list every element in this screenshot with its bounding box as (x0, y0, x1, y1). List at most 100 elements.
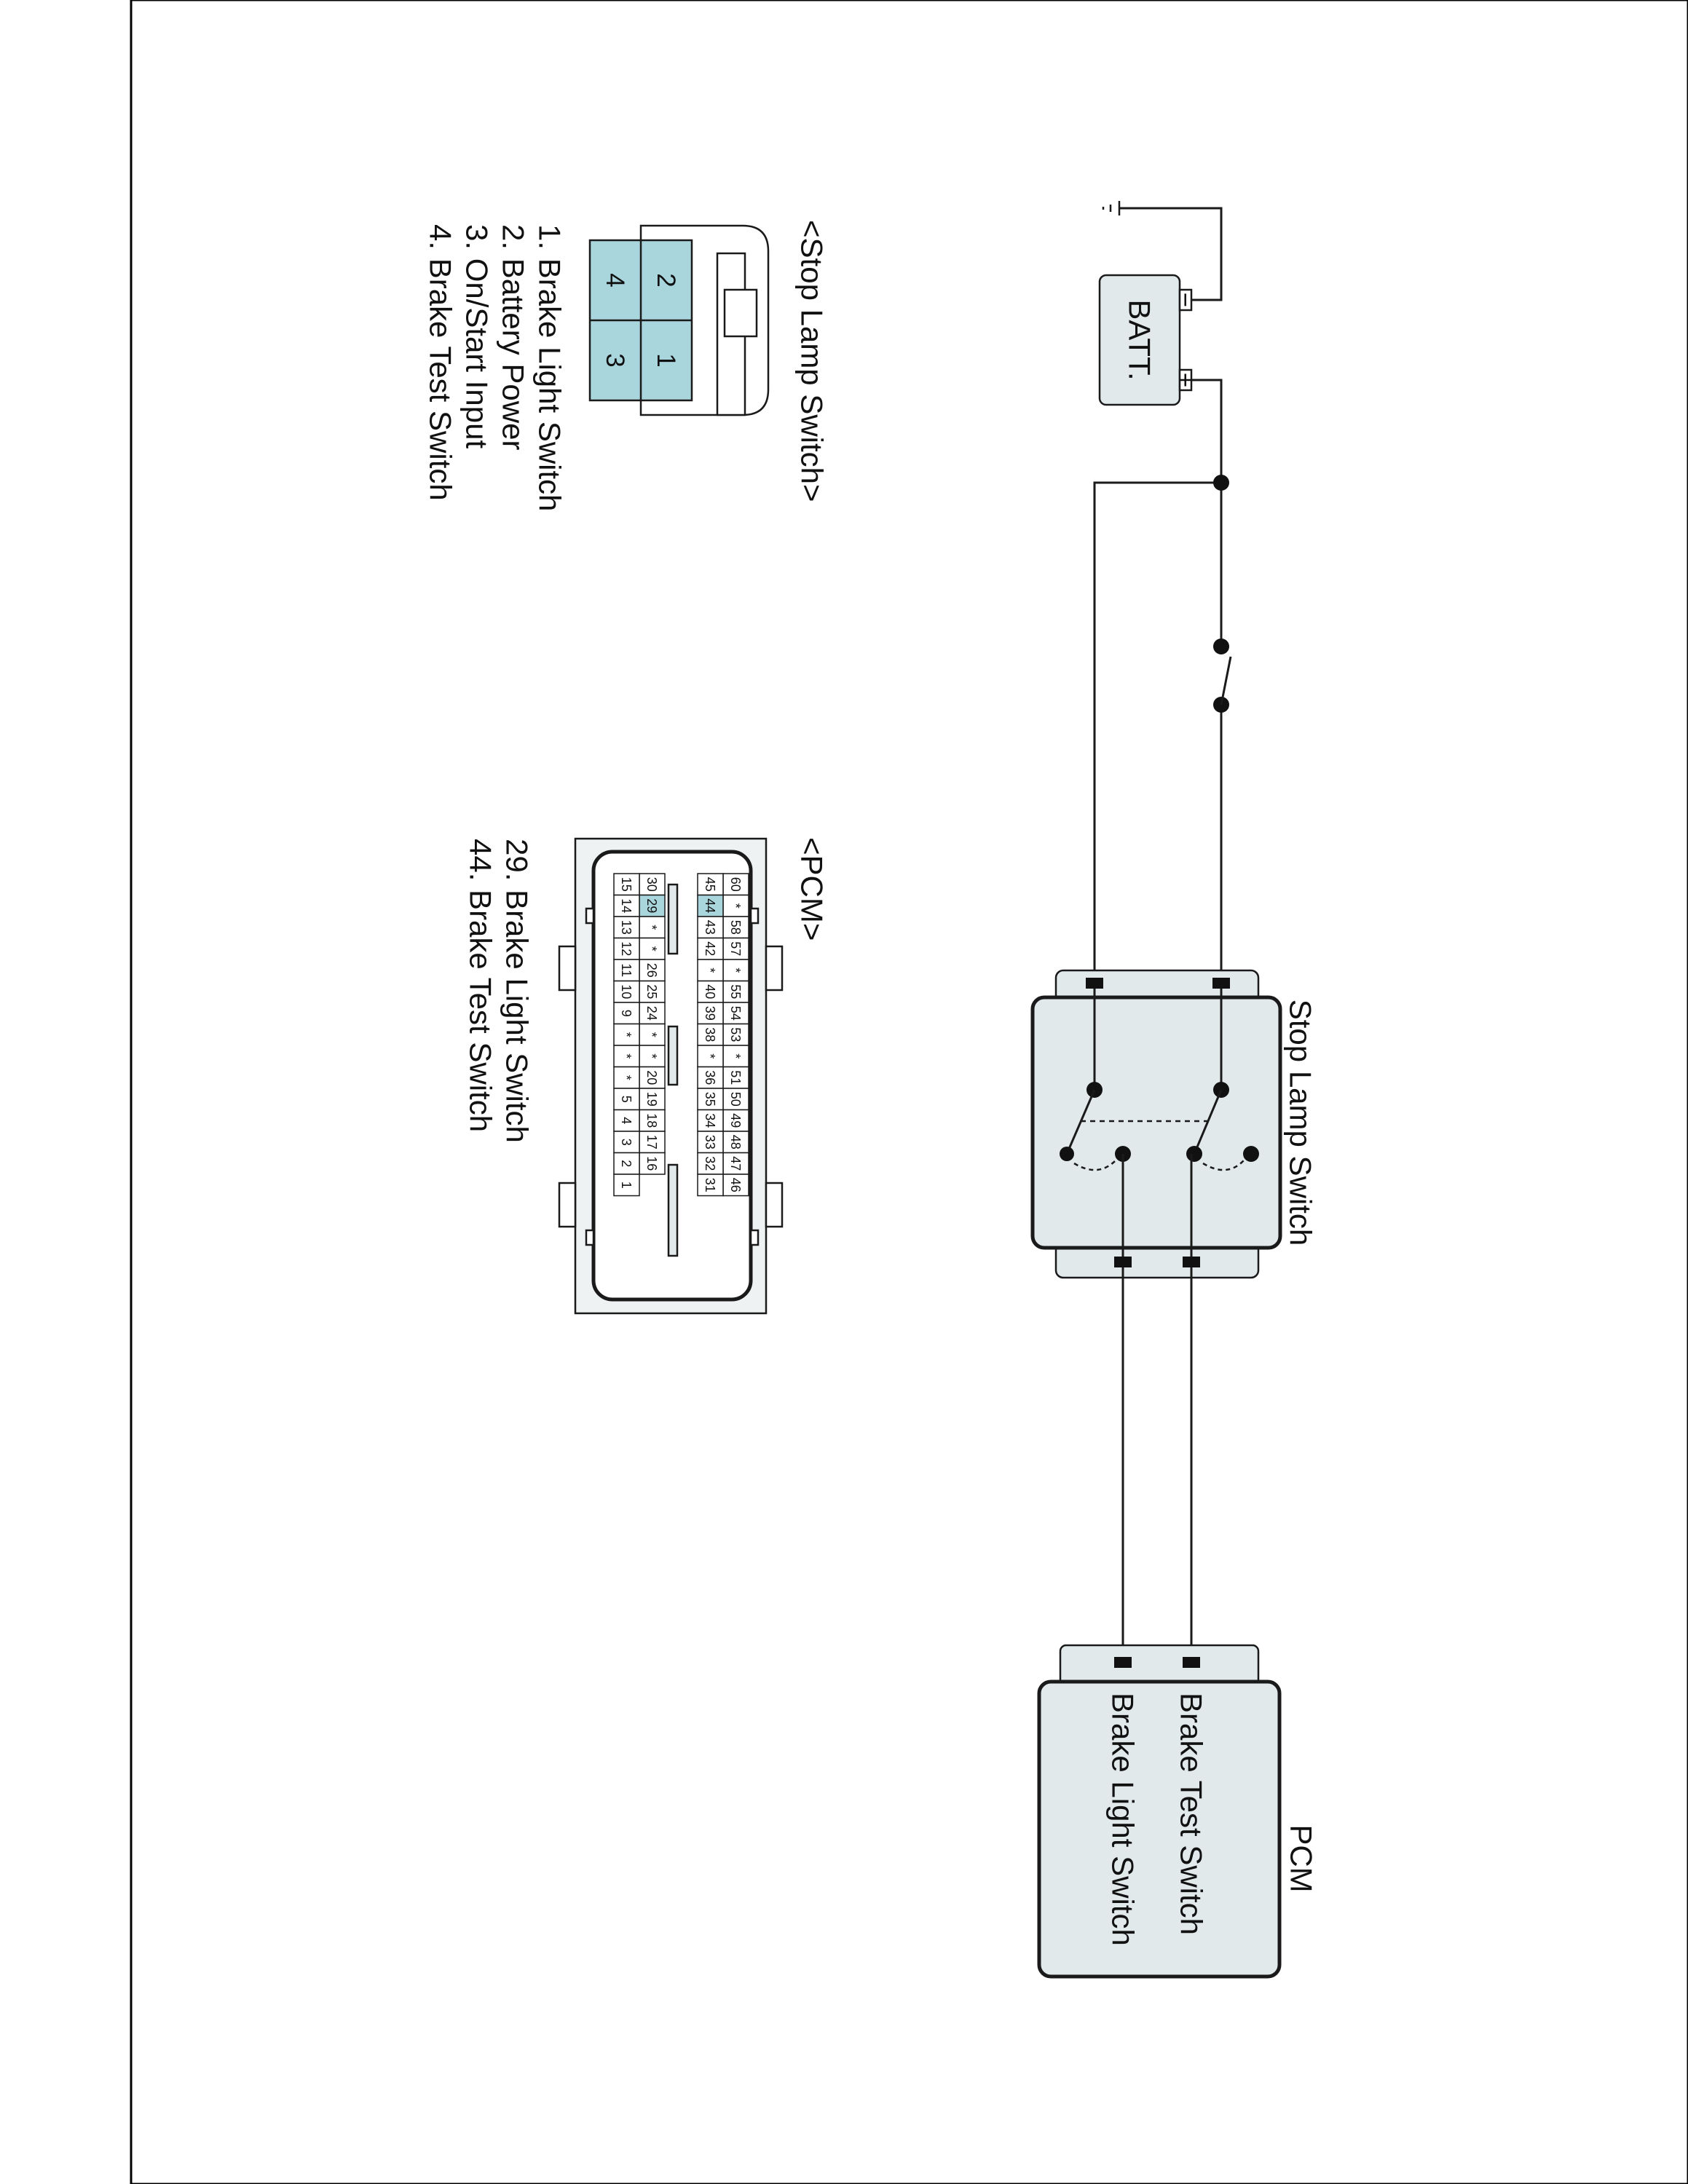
pcm-pin-cell (697, 1174, 724, 1197)
battery-plus-sign: + (1171, 373, 1199, 387)
wire-feed-1 (1093, 481, 1221, 983)
pcm-pin-cell (613, 1109, 640, 1132)
pcm-pin-label: 18 (644, 1113, 659, 1128)
pcm-pin-label: 17 (644, 1135, 659, 1150)
pcm-pin-29: 29. Brake Light Switch (500, 839, 534, 1143)
pcm-module: PCM Brake Test Switch Brake Light Switch (1037, 1644, 1318, 1979)
stop-lamp-connector-title: <Stop Lamp Switch> (794, 220, 829, 502)
splice-dot (1213, 475, 1229, 491)
page-frame (130, 0, 1688, 2184)
pcm-pin-cell (639, 937, 666, 960)
pcm-pin-cell (722, 1088, 749, 1111)
pcm-pin-cell (697, 959, 724, 982)
pcm-pin-label: * (619, 1075, 634, 1080)
pcm-pin-label: 36 (703, 1070, 717, 1085)
pcm-pin-label: 29 (644, 898, 659, 913)
pcm-pin-cell (722, 1023, 749, 1046)
pcm-pin-label: * (644, 1053, 659, 1059)
pcm-pin-cell (722, 916, 749, 939)
cavity-1: 1 (652, 353, 680, 367)
stop-lamp-switch-label: Stop Lamp Switch (1283, 1000, 1317, 1246)
pcm-pin-cell (722, 1152, 749, 1175)
pcm-pin-cell (613, 980, 640, 1003)
pcm-pin-label: * (728, 968, 743, 973)
pcm-pin-cell (613, 916, 640, 939)
pcm-pin-brake-light: Brake Light Switch (1105, 1693, 1140, 1946)
pcm-pin-brake-test: Brake Test Switch (1174, 1693, 1208, 1935)
pcm-pin-label: * (703, 968, 717, 973)
pcm-pin-label: 39 (703, 1006, 717, 1021)
pcm-pin-label: 35 (703, 1092, 717, 1107)
pcm-pin-label: 47 (728, 1156, 743, 1171)
pcm-pin-cell (613, 1066, 640, 1089)
pcm-pin-label: 46 (728, 1178, 743, 1192)
pcm-pin-cell (639, 1088, 666, 1111)
pcm-pin-label: 48 (728, 1135, 743, 1150)
ground-symbol (1102, 201, 1121, 215)
wire-battery-plus (1191, 379, 1223, 646)
pcm-pin-label: 32 (703, 1156, 717, 1171)
pcm-pin-label: 57 (728, 941, 743, 956)
battery-label: BATT. (1122, 299, 1156, 380)
pcm-pin-label: 38 (703, 1027, 717, 1042)
pcm-pin-label: 60 (728, 877, 743, 892)
pcm-pin-label: 34 (703, 1113, 717, 1128)
pcm-pin-cell (697, 1023, 724, 1046)
pcm-pin-cell (613, 1002, 640, 1025)
pcm-pin-cell (697, 1152, 724, 1175)
pcm-pin-label: 4 (619, 1117, 634, 1124)
pcm-pin-label: 9 (619, 1010, 634, 1017)
pcm-pin-cell (697, 1045, 724, 1068)
pcm-pin-label: * (644, 925, 659, 930)
pcm-pin-cell (639, 894, 666, 917)
pcm-pin-cell (613, 959, 640, 982)
pcm-pin-cell (639, 916, 666, 939)
pcm-pin-label: 43 (703, 920, 717, 935)
pcm-pin-label: 1 (619, 1182, 634, 1189)
pcm-pin-label: 2 (619, 1160, 634, 1167)
wire-ground (1119, 207, 1223, 301)
pcm-pin-44: 44. Brake Test Switch (463, 839, 497, 1132)
pcm-pin-label: * (644, 946, 659, 951)
pcm-connector-title: <PCM> (794, 837, 829, 941)
pcm-label: PCM (1284, 1824, 1318, 1892)
pcm-pin-label: 31 (703, 1178, 717, 1192)
pcm-pin-cell (697, 894, 724, 917)
pcm-pin-label: * (619, 1032, 634, 1037)
pcm-pin-label: 24 (644, 1006, 659, 1021)
pcm-pin-label: 30 (644, 877, 659, 892)
pcm-pin-label: 13 (619, 920, 634, 935)
pcm-pin-label: 14 (619, 898, 634, 913)
pcm-pin-label: 42 (703, 941, 717, 956)
pcm-pin-label: 15 (619, 877, 634, 892)
pcm-pin-label: 49 (728, 1113, 743, 1128)
pcm-pin-label: 58 (728, 920, 743, 935)
pcm-pin-label: 25 (644, 984, 659, 999)
pcm-connector: <PCM> 60*5857*555453*5150494847464544434… (463, 837, 829, 1315)
pcm-pin-label: 19 (644, 1092, 659, 1107)
pcm-pin-label: 3 (619, 1139, 634, 1146)
pcm-pin-label: 12 (619, 941, 634, 956)
cavity-4: 4 (601, 273, 629, 287)
pcm-pin-label: 45 (703, 877, 717, 892)
pcm-pin-cell (697, 1109, 724, 1132)
stop-lamp-pin-1: 1. Brake Light Switch (532, 224, 567, 512)
pcm-pin-label: 26 (644, 963, 659, 978)
pcm-pin-label: * (644, 1032, 659, 1037)
pcm-pin-label: 51 (728, 1070, 743, 1085)
pcm-pin-label: 54 (728, 1006, 743, 1021)
pcm-pin-label: * (703, 1053, 717, 1059)
pcm-pin-label: 50 (728, 1092, 743, 1107)
pcm-pin-cell (639, 1066, 666, 1089)
pcm-pin-cell (697, 937, 724, 960)
cavity-3: 3 (601, 353, 629, 367)
pcm-pin-label: 11 (619, 963, 634, 977)
pcm-pin-grid: 60*5857*555453*51504948474645444342*4039… (613, 873, 749, 1197)
pcm-pin-cell (697, 1002, 724, 1025)
cavity-2: 2 (652, 273, 680, 287)
pcm-pin-label: 5 (619, 1096, 634, 1103)
stop-lamp-switch: Stop Lamp Switch (1030, 969, 1317, 1279)
pcm-pin-label: * (728, 1053, 743, 1059)
stop-lamp-pin-4: 4. Brake Test Switch (423, 224, 457, 501)
pcm-pin-label: 33 (703, 1135, 717, 1150)
